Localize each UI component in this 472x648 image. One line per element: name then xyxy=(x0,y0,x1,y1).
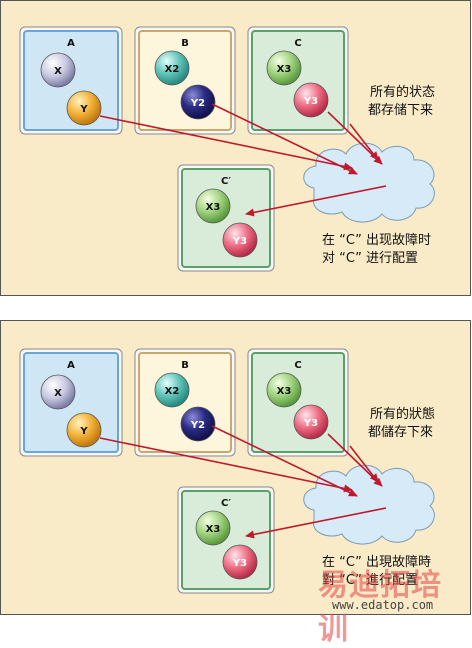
state-circle-a-0-top xyxy=(40,52,76,88)
state-label-a-1-top: Y xyxy=(79,104,88,115)
state-label-c-0-bottom: X3 xyxy=(277,386,292,397)
state-label-b-1-bottom: Y2 xyxy=(190,420,205,431)
arrow-b-to-cloud-top xyxy=(211,103,358,175)
state-label-c-prime-0-bottom: X3 xyxy=(206,524,221,535)
state-circle-c-1-bottom xyxy=(293,404,329,440)
state-circle-c-prime-0-top xyxy=(195,188,231,224)
node-label-c-prime-bottom: C′ xyxy=(221,498,231,509)
state-label-c-prime-1-bottom: Y3 xyxy=(232,558,247,569)
arrow-cloud-to-cprime-bottom xyxy=(245,507,387,539)
state-circle-b-1-top xyxy=(180,84,216,120)
state-label-a-0-top: X xyxy=(54,66,62,77)
node-label-a-bottom: A xyxy=(67,360,75,371)
state-circle-c-prime-1-top xyxy=(222,222,258,258)
state-label-c-1-bottom: Y3 xyxy=(303,418,318,429)
state-circle-c-0-top xyxy=(266,50,302,86)
arrow-caption-to-cloud-bottom xyxy=(349,445,379,483)
arrow-a-to-cloud-bottom xyxy=(99,437,353,493)
state-circle-b-0-top xyxy=(154,50,190,86)
state-circle-a-1-bottom xyxy=(66,412,102,448)
node-label-c-top: C xyxy=(294,38,301,49)
node-label-c-bottom: C xyxy=(294,360,301,371)
node-label-a-top: A xyxy=(67,38,75,49)
state-label-c-0-top: X3 xyxy=(277,64,292,75)
node-label-b-bottom: B xyxy=(181,360,189,371)
node-a-bottom: A X Y xyxy=(19,348,123,457)
state-label-b-0-bottom: X2 xyxy=(165,386,180,397)
node-label-b-top: B xyxy=(181,38,189,49)
state-circle-c-prime-0-bottom xyxy=(195,510,231,546)
state-label-a-0-bottom: X xyxy=(54,388,62,399)
arrow-cloud-to-cprime-top xyxy=(245,185,387,217)
state-circle-c-1-top xyxy=(293,82,329,118)
caption-fault-line-2-top: 对 “C” 进行配置 xyxy=(322,251,419,266)
state-label-c-prime-0-top: X3 xyxy=(206,202,221,213)
node-a-top: A X Y xyxy=(19,26,123,135)
state-label-b-0-top: X2 xyxy=(165,64,180,75)
state-label-c-prime-1-top: Y3 xyxy=(232,236,247,247)
state-circle-a-1-top xyxy=(66,90,102,126)
caption-store-line-1-top: 所有的状态 xyxy=(370,85,436,100)
state-label-b-1-top: Y2 xyxy=(190,98,205,109)
arrow-caption-to-cloud-top xyxy=(349,123,379,161)
arrow-b-to-cloud-bottom xyxy=(211,425,358,497)
caption-fault-line-2-bottom: 對 “C” 進行配置 xyxy=(322,573,419,588)
state-circle-b-0-bottom xyxy=(154,372,190,408)
caption-store-line-2-top: 都存储下来 xyxy=(368,103,434,118)
caption-store-line-1-bottom: 所有的狀態 xyxy=(370,407,436,422)
state-circle-c-prime-1-bottom xyxy=(222,544,258,580)
caption-fault-line-1-top: 在 “C” 出现故障时 xyxy=(322,233,432,248)
storage-cloud-top xyxy=(303,142,435,223)
state-label-a-1-bottom: Y xyxy=(79,426,88,437)
node-label-c-prime-top: C′ xyxy=(221,176,231,187)
state-circle-a-0-bottom xyxy=(40,374,76,410)
caption-fault-line-1-bottom: 在 “C” 出現故障時 xyxy=(322,555,432,570)
state-circle-b-1-bottom xyxy=(180,406,216,442)
state-label-c-1-top: Y3 xyxy=(303,96,318,107)
arrow-a-to-cloud-top xyxy=(99,115,353,171)
watermark-url: www.edatop.com xyxy=(332,598,434,612)
storage-cloud-bottom xyxy=(303,464,435,545)
state-circle-c-0-bottom xyxy=(266,372,302,408)
caption-store-line-2-bottom: 都儲存下來 xyxy=(368,425,434,440)
